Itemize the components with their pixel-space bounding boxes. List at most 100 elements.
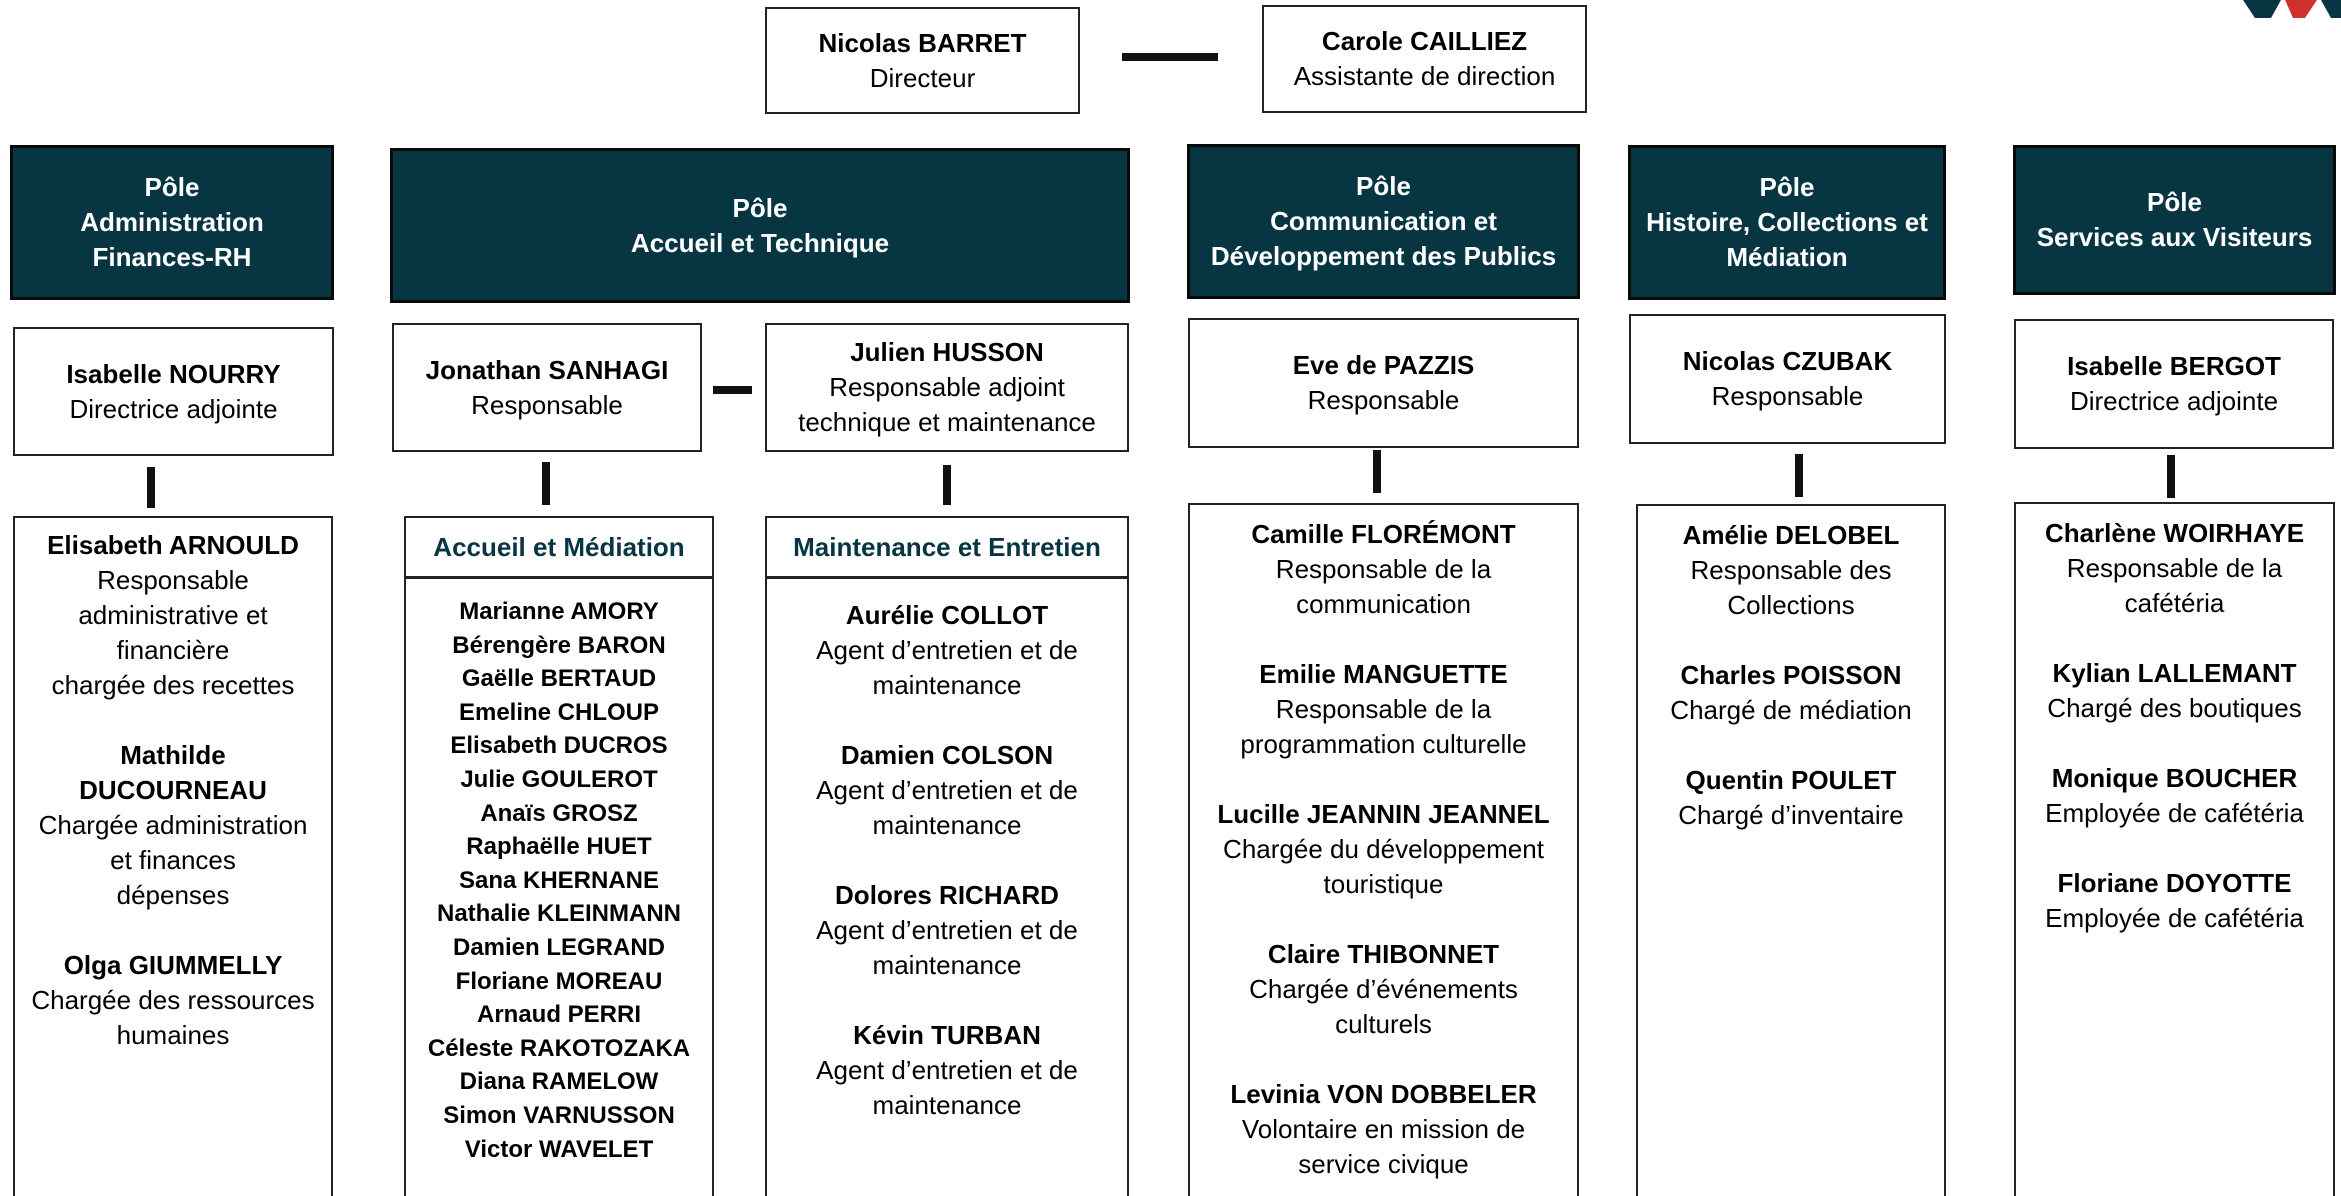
head-role: Directrice adjointe	[69, 393, 278, 424]
staff-role: Responsable de la	[1275, 694, 1492, 724]
pole-label: Pôle	[732, 192, 788, 223]
staff-role: Employée de cafétéria	[2045, 798, 2304, 828]
staff-role: touristique	[1323, 869, 1444, 899]
connector-accueil	[542, 462, 550, 505]
staff-name: Kylian LALLEMANT	[2052, 658, 2297, 688]
staff-role: communication	[1296, 589, 1471, 619]
pole-line: Communication et	[1270, 206, 1497, 236]
staff-role: maintenance	[872, 1090, 1022, 1120]
staff-member: Elisabeth ARNOULD Responsable administra…	[15, 528, 331, 703]
pole-line: Médiation	[1726, 242, 1848, 272]
team-member: Marianne AMORY	[459, 598, 659, 625]
team-member: Emeline CHLOUP	[458, 698, 660, 726]
staff-role: Agent d’entretien et de	[816, 635, 1078, 665]
team-member: Kévin TURBAN Agent d’entretien et de mai…	[767, 1018, 1127, 1123]
connector-technique	[943, 465, 951, 505]
pole-line: Administration	[80, 207, 264, 237]
head-role: Responsable adjoint	[829, 372, 1065, 402]
head-technique: Julien HUSSON Responsable adjoint techni…	[765, 323, 1129, 452]
staff-role: chargée des recettes	[51, 670, 295, 700]
staff-member: Monique BOUCHER Employée de cafétéria	[2016, 761, 2333, 831]
connector-admin	[147, 467, 155, 508]
connector-communication	[1373, 450, 1381, 493]
team-list-accueil: Marianne AMORY Bérengère BARON Gaëlle BE…	[404, 579, 714, 1196]
staff-name: Camille FLORÉMONT	[1251, 519, 1516, 549]
pole-line: Finances-RH	[92, 242, 252, 272]
staff-name: Claire THIBONNET	[1267, 939, 1500, 969]
staff-name: Lucille JEANNIN JEANNEL	[1217, 799, 1550, 829]
head-role: Responsable	[471, 389, 623, 420]
head-name: Jonathan SANHAGI	[425, 354, 669, 385]
team-member: Simon VARNUSSON	[443, 1101, 675, 1129]
staff-member: Claire THIBONNET Chargée d’événements cu…	[1190, 937, 1577, 1042]
pole-line: Services aux Visiteurs	[2036, 222, 2313, 252]
staff-role: programmation culturelle	[1240, 729, 1527, 759]
pole-label: Pôle	[1356, 171, 1411, 201]
staff-name: Charlène WOIRHAYE	[2044, 518, 2305, 548]
team-title-accueil: Accueil et Médiation	[404, 516, 714, 579]
staff-list-admin: Elisabeth ARNOULD Responsable administra…	[13, 516, 333, 1196]
pole-label: Pôle	[1759, 172, 1815, 202]
staff-role: Collections	[1727, 590, 1855, 620]
team-member: Dolores RICHARD Agent d’entretien et de …	[767, 878, 1127, 983]
team-member: Céleste RAKOTOZAKA	[427, 1034, 691, 1062]
staff-role: Agent d’entretien et de	[816, 775, 1078, 805]
staff-name: Mathilde	[120, 740, 226, 770]
staff-role: humaines	[116, 1020, 230, 1050]
staff-name: Kévin TURBAN	[853, 1020, 1041, 1050]
head-name: Julien HUSSON	[850, 337, 1044, 367]
staff-role: dépenses	[116, 880, 230, 910]
staff-name: Damien COLSON	[840, 740, 1054, 770]
pole-line: Histoire, Collections et	[1646, 207, 1928, 237]
pole-label: Pôle	[144, 172, 200, 202]
head-name: Nicolas CZUBAK	[1682, 346, 1893, 376]
staff-role: service civique	[1298, 1149, 1469, 1179]
staff-member: Quentin POULET Chargé d’inventaire	[1638, 763, 1944, 833]
staff-role: Responsable de la	[2066, 553, 2283, 583]
head-role: Responsable	[1711, 381, 1864, 411]
staff-list-histoire: Amélie DELOBEL Responsable des Collectio…	[1636, 504, 1946, 1196]
staff-role: Chargé des boutiques	[2047, 693, 2302, 723]
team-member: Bérengère BARON	[452, 631, 666, 659]
staff-role: Chargé d’inventaire	[1678, 800, 1904, 830]
staff-role: financière	[116, 635, 230, 665]
team-member: Diana RAMELOW	[459, 1068, 659, 1096]
staff-name: Quentin POULET	[1685, 765, 1897, 795]
head-histoire: Nicolas CZUBAK Responsable	[1629, 314, 1946, 444]
director-box: Nicolas BARRET Directeur	[765, 7, 1080, 114]
staff-member: Olga GIUMMELLY Chargée des ressources hu…	[15, 948, 331, 1053]
connector-histoire	[1795, 454, 1803, 497]
staff-name: Floriane DOYOTTE	[2057, 868, 2292, 898]
staff-name: Charles POISSON	[1680, 660, 1902, 690]
staff-role: Employée de cafétéria	[2045, 903, 2304, 933]
staff-role: Responsable de la	[1275, 554, 1492, 584]
staff-role: Chargée du développement	[1223, 834, 1544, 864]
staff-name: Olga GIUMMELLY	[63, 950, 283, 980]
pole-communication: Pôle Communication et Développement des …	[1187, 144, 1580, 299]
pole-line: Accueil et Technique	[630, 227, 890, 258]
staff-name: Emilie MANGUETTE	[1259, 659, 1508, 689]
head-name: Eve de PAZZIS	[1292, 350, 1475, 380]
head-services: Isabelle BERGOT Directrice adjointe	[2014, 319, 2334, 449]
staff-member: Floriane DOYOTTE Employée de cafétéria	[2016, 866, 2333, 936]
staff-member: Amélie DELOBEL Responsable des Collectio…	[1638, 518, 1944, 623]
staff-role: Volontaire en mission de	[1241, 1114, 1526, 1144]
team-member: Anaïs GROSZ	[480, 799, 638, 827]
head-admin: Isabelle NOURRY Directrice adjointe	[13, 327, 334, 456]
staff-role: Agent d’entretien et de	[816, 1055, 1078, 1085]
assistant-box: Carole CAILLIEZ Assistante de direction	[1262, 5, 1587, 113]
staff-name: Amélie DELOBEL	[1682, 520, 1900, 550]
head-communication: Eve de PAZZIS Responsable	[1188, 318, 1579, 448]
staff-role: Chargée des ressources	[31, 985, 315, 1015]
head-role: Responsable	[1307, 385, 1460, 415]
staff-name: Levinia VON DOBBELER	[1230, 1079, 1537, 1109]
staff-role: cafétéria	[2124, 588, 2225, 618]
staff-name: Aurélie COLLOT	[845, 600, 1049, 630]
team-member: Nathalie KLEINMANN	[436, 900, 682, 928]
team-member: Raphaëlle HUET	[466, 833, 652, 861]
staff-role: maintenance	[872, 670, 1022, 700]
staff-list-communication: Camille FLORÉMONT Responsable de la comm…	[1188, 503, 1579, 1196]
staff-member: Kylian LALLEMANT Chargé des boutiques	[2016, 656, 2333, 726]
staff-member: Lucille JEANNIN JEANNEL Chargée du dével…	[1190, 797, 1577, 902]
pole-accueil-technique: Pôle Accueil et Technique	[390, 148, 1130, 303]
